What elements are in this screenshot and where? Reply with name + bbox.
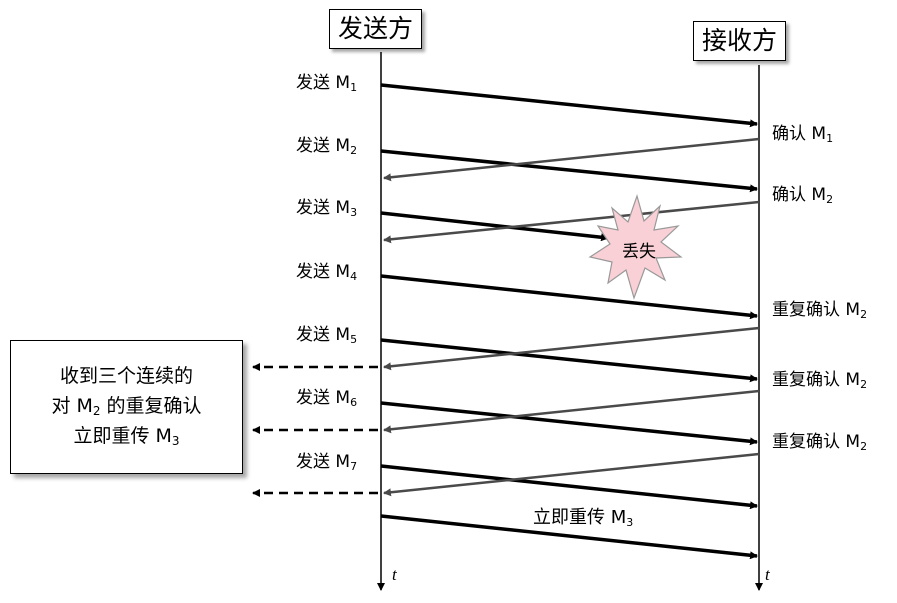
sender-time-label: t: [392, 565, 397, 584]
dup-ack-1-label: 重复确认 M2: [772, 300, 868, 321]
lost-burst-shape: [588, 193, 683, 300]
send-m1-label: 发送 M1: [296, 73, 358, 94]
note-line-1: 收到三个连续的: [59, 365, 193, 387]
segment-m5-arrow: [380, 338, 758, 383]
ack-m2-label: 确认 M2: [772, 185, 834, 206]
send-m4-label: 发送 M4: [296, 262, 358, 283]
note-line-2: 对 M2 的重复确认: [51, 395, 202, 418]
dup-ack-1-arrow: [383, 326, 760, 371]
send-m5-label: 发送 M5: [296, 325, 358, 346]
lost-label: 丢失: [622, 242, 656, 262]
fast-retransmit-note: 收到三个连续的 对 M2 的重复确认 立即重传 M3: [10, 340, 243, 474]
segment-m3-arrow: [380, 211, 609, 242]
send-m3-label: 发送 M3: [296, 198, 358, 219]
dup-ack-3-label: 重复确认 M2: [772, 432, 868, 453]
send-m2-label: 发送 M2: [296, 136, 358, 157]
receiver-time-label: t: [765, 565, 770, 584]
dup-ack-2-label: 重复确认 M2: [772, 370, 868, 391]
receiver-header: 接收方: [693, 21, 787, 61]
ack-m1-label: 确认 M1: [772, 124, 834, 145]
segment-m4-arrow: [380, 274, 758, 320]
segment-m7-arrow: [380, 464, 758, 510]
note-line-3: 立即重传 M3: [73, 425, 180, 448]
segment-m2-arrow: [380, 149, 758, 193]
retransmit-m3-arrow: [380, 514, 758, 560]
sender-header: 发送方: [329, 9, 423, 49]
send-m6-label: 发送 M6: [296, 388, 358, 409]
retransmit-label: 立即重传 M3: [533, 507, 634, 529]
send-m7-label: 发送 M7: [296, 452, 358, 473]
ack-m2-arrow: [383, 200, 760, 244]
dup-ack-3-arrow: [383, 452, 760, 497]
dup-ack-2-arrow: [383, 389, 760, 434]
ack-m1-arrow: [383, 137, 760, 182]
segment-m1-arrow: [380, 83, 758, 128]
segment-m6-arrow: [380, 401, 758, 446]
